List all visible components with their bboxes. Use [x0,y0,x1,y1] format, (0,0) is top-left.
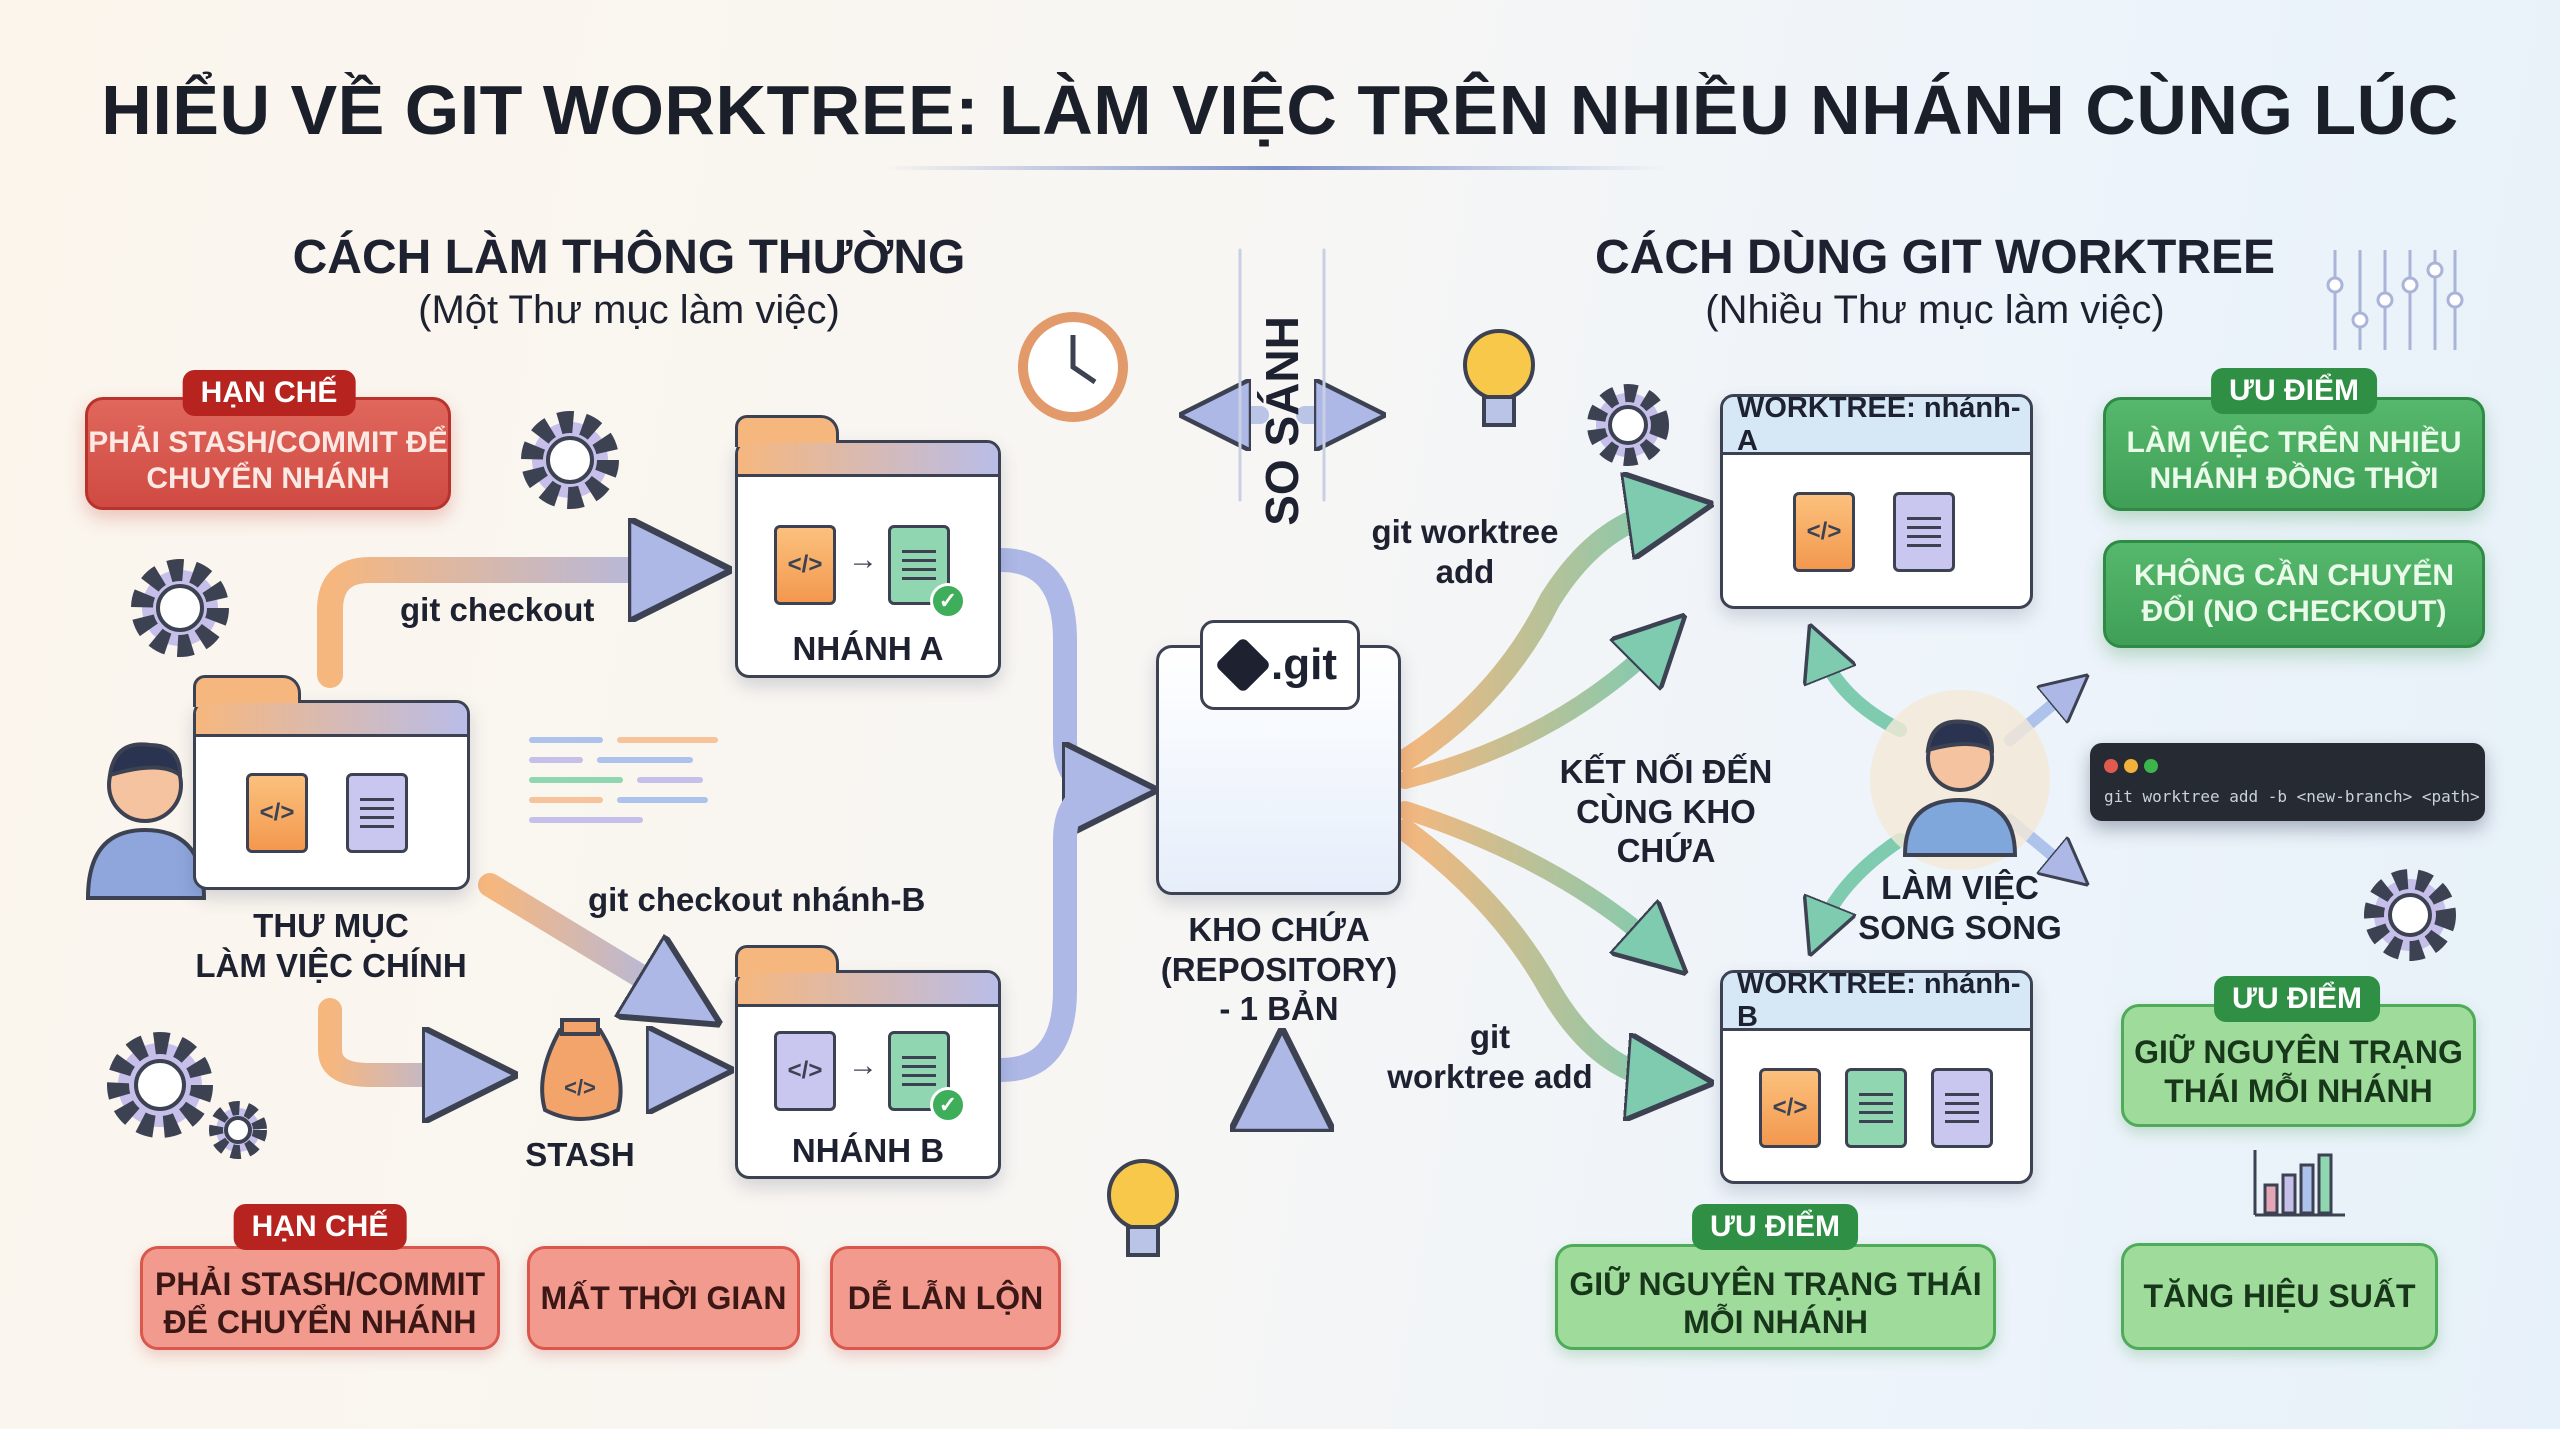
svg-text:</>: </> [564,1075,596,1100]
stash-label: STASH [525,1136,635,1173]
advantage-1: LÀM VIỆC TRÊN NHIỀU NHÁNH ĐỒNG THỜI [2103,397,2485,511]
worktree-a: WORKTREE: nhánh-A </> [1720,394,2033,609]
arrow-a-to-repo [989,548,1110,790]
left-subheading: (Một Thư mục làm việc) [418,288,840,332]
advantage-4: TĂNG HIỆU SUẤT [2121,1243,2438,1350]
branch-a-folder: </> → ✓ NHÁNH A [735,415,1001,678]
gear-icon [107,384,2456,1159]
limit-bottom-2: MẤT THỜI GIAN [527,1246,800,1350]
advantage-tag-2: ƯU ĐIỂM [2214,976,2380,1022]
branch-b-folder: </> → ✓ NHÁNH B [735,945,1001,1179]
main-folder-label: THƯ MỤC LÀM VIỆC CHÍNH [195,907,467,984]
arrow-parallel-up [1820,650,1907,737]
worktree-b: WORKTREE: nhánh-B </> [1720,970,2033,1184]
worktree-a-title: WORKTREE: nhánh-A [1723,397,2030,457]
right-heading: CÁCH DÙNG GIT WORKTREE [1595,231,2275,284]
arrow-git-checkout [317,570,680,688]
terminal-command: git worktree add -b <new-branch> <path> [2104,787,2480,806]
lightbulb-icon [1463,329,1535,427]
arrow-b-to-repo [989,778,1122,1082]
arrow-repo-to-wta-1 [1394,510,1670,771]
limit-bottom-tag: HẠN CHẾ [233,1204,407,1250]
sliders-icon [2326,250,2464,350]
arrow-parallel-down [1820,833,1907,930]
person-icon [1902,719,2018,857]
limit-bottom-3: DỄ LẪN LỘN [830,1246,1061,1350]
person-icon [85,742,207,900]
worktree-add-bottom-label: git worktree add [1387,1018,1593,1095]
right-subheading: (Nhiều Thư mục làm việc) [1705,288,2165,332]
arrow-repo-to-wta-2 [1396,640,1660,789]
advantage-tag: ƯU ĐIỂM [2211,368,2377,414]
repository-label: KHO CHỨA (REPOSITORY) - 1 BẢN [1160,911,1398,1028]
git-logo-icon [1214,636,1272,694]
compare-label: SO SÁNH [1256,315,1308,526]
arrow-checkout-b [478,873,680,1000]
advantage-3: GIỮ NGUYÊN TRẠNG THÁI MỖI NHÁNH [2121,1004,2476,1127]
title-underline [882,166,1666,170]
parallel-label: LÀM VIỆC SONG SONG [1858,869,2062,946]
limit-tag: HẠN CHẾ [182,370,356,416]
worktree-add-top-label: git worktree add [1371,513,1559,590]
arrow-to-stash [318,998,470,1075]
terminal-snippet: git worktree add -b <new-branch> <path> [2090,743,2485,821]
git-checkout-label: git checkout [400,591,595,628]
branch-b-label: NHÁNH B [791,1132,945,1169]
worktree-b-title: WORKTREE: nhánh-B [1723,973,2030,1033]
git-label: .git [1271,640,1337,689]
advantage-bottom: GIỮ NGUYÊN TRẠNG THÁI MỖI NHÁNH [1555,1244,1996,1350]
connect-label: KẾT NỐI ĐẾN CÙNG KHO CHỨA [1559,753,1773,870]
arrow-repo-to-wtb-2 [1394,819,1670,1080]
document-icon [346,773,408,853]
check-icon: ✓ [930,1087,966,1123]
limit-bottom-1: PHẢI STASH/COMMIT ĐỂ CHUYỂN NHÁNH [140,1246,500,1350]
arrow-repo-to-wtb-1 [1396,801,1660,950]
branch-a-label: NHÁNH A [792,630,944,667]
check-icon: ✓ [930,583,966,619]
bar-chart-icon [2253,1150,2345,1217]
main-folder: </> [193,675,470,890]
stash-bag-icon [540,1018,623,1121]
page-title: HIỂU VỀ GIT WORKTREE: LÀM VIỆC TRÊN NHIỀ… [101,71,2459,149]
code-lines-decor [529,737,718,823]
advantage-2: KHÔNG CẦN CHUYỂN ĐỔI (NO CHECKOUT) [2103,540,2485,648]
compare-label-wrap: SO SÁNH [1230,315,1334,526]
git-badge: .git [1200,620,1360,710]
code-file-icon: </> [246,773,308,853]
advantage-tag-bottom: ƯU ĐIỂM [1692,1204,1858,1250]
clock-icon [1018,312,1128,422]
lightbulb-icon [1107,1159,1179,1257]
left-heading: CÁCH LÀM THÔNG THƯỜNG [292,231,966,284]
git-checkout-b-label: git checkout nhánh-B [588,881,926,918]
